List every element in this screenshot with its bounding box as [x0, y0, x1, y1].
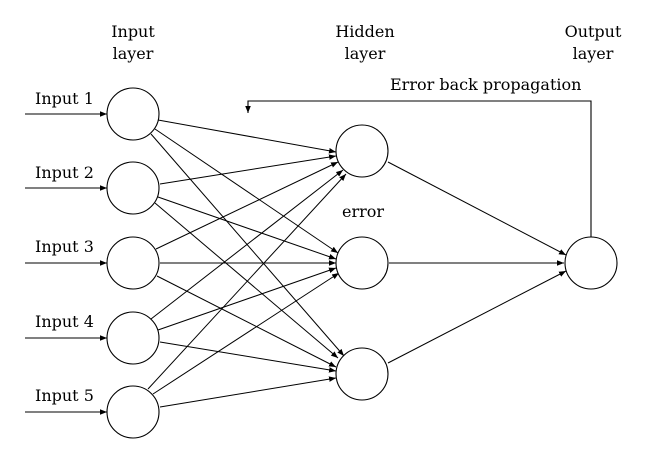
hidden-to-output-connections — [387, 161, 567, 364]
backprop-arrow — [245, 100, 592, 237]
input-to-hidden-connections — [147, 119, 347, 408]
input-layer-title-line1: Input — [111, 22, 155, 41]
input-layer-title-line2: layer — [113, 44, 154, 63]
input-label-1: Input 1 — [35, 89, 94, 108]
connection-i1-h1 — [157, 119, 337, 154]
connection-i4-h1 — [150, 169, 344, 320]
connection-i2-h1 — [159, 154, 337, 185]
hidden-node-3 — [335, 347, 389, 401]
connection-i5-h3 — [159, 376, 337, 408]
hidden-node-2 — [335, 236, 389, 290]
connection-i4-h3 — [159, 341, 337, 373]
error-label: error — [342, 202, 384, 221]
connection-i2-h2 — [157, 196, 337, 260]
input-node-3 — [106, 236, 160, 290]
connection-i5-h1 — [147, 173, 347, 390]
input-node-4 — [106, 311, 160, 365]
output-node — [564, 236, 618, 290]
input-label-4: Input 4 — [35, 312, 94, 331]
input-label-5: Input 5 — [35, 386, 94, 405]
backprop-label: Error back propagation — [390, 75, 581, 94]
input-node-1 — [106, 87, 160, 141]
connection-i1-h2 — [154, 128, 339, 254]
input-arrows — [25, 111, 107, 415]
output-layer-nodes — [564, 236, 618, 290]
connection-h1-o — [387, 161, 567, 256]
hidden-node-1 — [335, 124, 389, 178]
output-layer-title-line1: Output — [565, 22, 622, 41]
input-label-2: Input 2 — [35, 163, 94, 182]
connection-i3-h1 — [155, 161, 339, 250]
connection-i4-h2 — [157, 267, 337, 331]
connection-i2-h3 — [154, 202, 339, 359]
connection-h3-o — [387, 270, 567, 364]
connection-i1-h3 — [150, 133, 345, 357]
connection-i5-h2 — [152, 272, 340, 395]
hidden-layer-nodes — [335, 124, 389, 401]
input-label-3: Input 3 — [35, 237, 94, 256]
input-node-5 — [106, 385, 160, 439]
input-node-2 — [106, 161, 160, 215]
hidden-layer-title-line2: layer — [345, 44, 386, 63]
hidden-layer-title-line1: Hidden — [335, 22, 394, 41]
input-layer-nodes — [106, 87, 160, 439]
output-layer-title-line2: layer — [573, 44, 614, 63]
